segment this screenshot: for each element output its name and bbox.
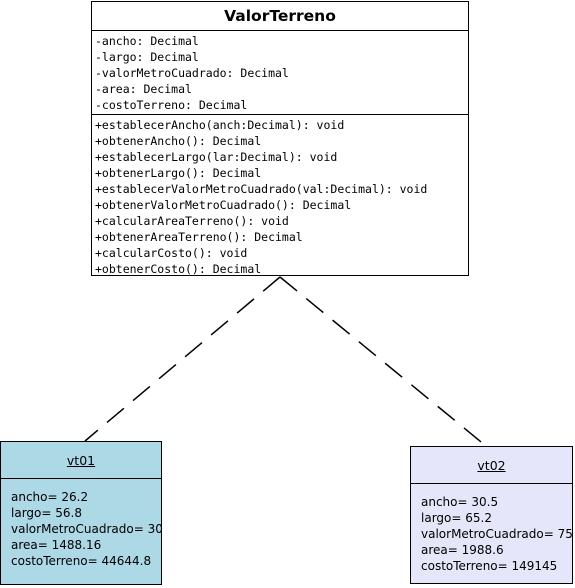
object-slots: ancho= 26.2 largo= 56.8 valorMetroCuadra… [1, 479, 163, 569]
object-name: vt01 [1, 442, 161, 479]
class-name: ValorTerreno [92, 2, 468, 31]
slot-valormetrocuadrado: valorMetroCuadrado= 75 [421, 527, 573, 541]
operation-calcularareaterreno: +calcularAreaTerreno(): void [95, 214, 289, 228]
slot-area: area= 1988.6 [421, 543, 504, 557]
operation-establecerancho: +establecerAncho(anch:Decimal): void [95, 118, 345, 132]
slot-ancho: ancho= 26.2 [11, 490, 89, 504]
operation-establecerlargo: +establecerLargo(lar:Decimal): void [95, 150, 338, 164]
object-name-text: vt01 [66, 453, 96, 468]
object-vt01[interactable]: vt01 ancho= 26.2 largo= 56.8 valorMetroC… [0, 441, 163, 585]
slot-valormetrocuadrado: valorMetroCuadrado= 30 [11, 522, 163, 536]
attribute-ancho: -ancho: Decimal [95, 34, 199, 48]
operation-obtenerancho: +obtenerAncho(): Decimal [95, 134, 262, 148]
object-name-text: vt02 [477, 458, 506, 473]
class-valorterreno[interactable]: ValorTerreno -ancho: Decimal -largo: Dec… [91, 1, 469, 276]
slot-costoterreno: costoTerreno= 149145 [421, 559, 558, 573]
slot-ancho: ancho= 30.5 [421, 495, 499, 509]
operation-obtenerlargo: +obtenerLargo(): Decimal [95, 166, 262, 180]
object-vt02[interactable]: vt02 ancho= 30.5 largo= 65.2 valorMetroC… [410, 446, 573, 584]
slot-area: area= 1488.16 [11, 538, 102, 552]
operation-calcularcosto: +calcularCosto(): void [95, 246, 248, 260]
operation-obtenercosto: +obtenerCosto(): Decimal [95, 262, 262, 276]
attribute-costoterreno: -costoTerreno: Decimal [95, 98, 248, 112]
attribute-area: -area: Decimal [95, 82, 192, 96]
slot-largo: largo= 56.8 [11, 506, 82, 520]
slot-costoterreno: costoTerreno= 44644.8 [11, 554, 152, 568]
connector-vt02 [279, 276, 487, 447]
operation-obtenerareaterreno: +obtenerAreaTerreno(): Decimal [95, 230, 303, 244]
attribute-valormetrocuadrado: -valorMetroCuadrado: Decimal [95, 66, 289, 80]
attribute-largo: -largo: Decimal [95, 50, 199, 64]
class-attributes: -ancho: Decimal -largo: Decimal -valorMe… [92, 31, 468, 115]
operation-obtenervalormetrocuadrado: +obtenerValorMetroCuadrado(): Decimal [95, 198, 352, 212]
connector-vt01 [84, 276, 281, 442]
object-slots: ancho= 30.5 largo= 65.2 valorMetroCuadra… [411, 484, 573, 574]
slot-largo: largo= 65.2 [421, 511, 492, 525]
class-operations: +establecerAncho(anch:Decimal): void +ob… [92, 115, 468, 277]
operation-establecervalormetrocuadrado: +establecerValorMetroCuadrado(val:Decima… [95, 182, 428, 196]
object-name: vt02 [411, 447, 572, 484]
